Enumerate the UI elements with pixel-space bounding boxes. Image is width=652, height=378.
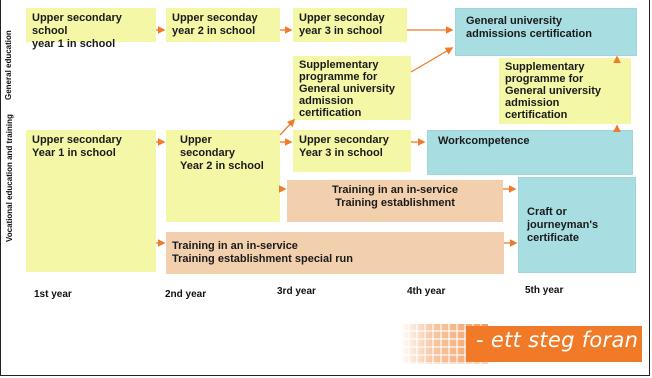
box-vocational-year-2: Upper secondary Year 2 in school [166, 130, 280, 222]
logo: - ett steg foran [400, 322, 642, 366]
box-supplementary-5th-year: Supplementary programme for General univ… [499, 58, 631, 124]
box-supplementary-3rd-year: Supplementary programme for General univ… [293, 56, 411, 120]
box-general-year-2: Upper seconday year 2 in school [166, 8, 280, 42]
year-label-3: 3rd year [277, 286, 316, 297]
box-general-admissions-cert: General university admissions certificat… [455, 8, 637, 56]
logo-band [466, 326, 642, 362]
year-label-2: 2nd year [165, 289, 207, 300]
box-craft-journeyman-cert: Craft or journeyman's certificate [518, 177, 636, 273]
year-label-4: 4th year [407, 286, 446, 297]
box-training-establishment: Training in an in-service Training estab… [287, 180, 503, 222]
box-workcompetence: Workcompetence [427, 130, 633, 175]
side-label-vocational: Vocational education and training [5, 114, 14, 242]
box-general-year-3: Upper seconday year 3 in school [293, 8, 407, 42]
box-training-special-run: Training in an in-service Training estab… [166, 232, 504, 274]
side-label-general: General education [4, 30, 13, 100]
box-general-year-1: Upper secondary school year 1 in school [26, 8, 156, 50]
box-vocational-year-3: Upper secondary Year 3 in school [293, 130, 411, 172]
box-vocational-year-1: Upper secondary Year 1 in school [26, 130, 156, 272]
year-label-5: 5th year [525, 285, 564, 296]
year-label-1: 1st year [34, 289, 72, 300]
logo-text: - ett steg foran [476, 328, 639, 352]
